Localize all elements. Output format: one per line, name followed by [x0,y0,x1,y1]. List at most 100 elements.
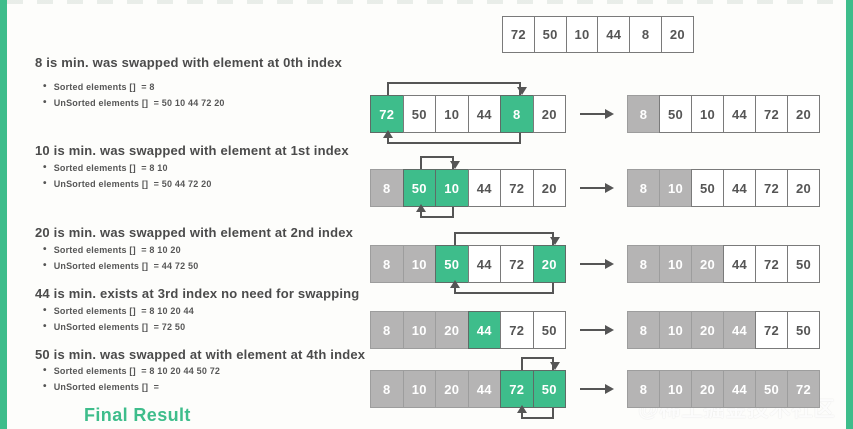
array-cell: 20 [691,245,724,283]
step-2-heading: 10 is min. was swapped with element at 1… [35,143,349,158]
array-cell: 44 [723,245,756,283]
bullet-text: UnSorted elements [] = [53,382,160,392]
array-cell: 10 [435,95,469,133]
step-5-unsorted-bullet: • UnSorted elements [] = [43,381,220,393]
array-cell: 8 [627,245,660,283]
swap-arrow-top [453,232,555,245]
step-3-bullets: • Sorted elements [] = 8 10 20 • UnSorted … [43,245,198,277]
right-accent-bar [846,0,853,429]
array-cell: 10 [659,169,692,207]
bullet-dot-icon: • [43,244,47,255]
top-dashed-strip [7,0,846,4]
array-cell: 10 [435,169,469,207]
array-cell: 50 [691,169,724,207]
bullet-text: UnSorted elements [] = 50 10 44 72 20 [53,98,225,108]
bullet-text: UnSorted elements [] = 72 50 [53,322,186,332]
arrowhead-down-icon [550,237,561,245]
arrowhead-down-icon [550,362,561,370]
step-1-bullets: •Sorted elements [] = 8 •UnSorted elemen… [43,82,225,114]
array-cell: 72 [370,95,404,133]
array-cell: 44 [467,95,501,133]
array-cell: 44 [723,95,756,133]
array-cell: 72 [500,370,534,408]
step-3-heading: 20 is min. was swapped with element at 2… [35,225,354,240]
array-cell: 72 [755,311,788,349]
array-cell: 10 [565,16,599,53]
array-cell: 8 [627,370,660,408]
array-cell: 20 [435,311,469,349]
final-result-label: Final Result [84,405,191,425]
arrowhead-up-icon [416,204,427,212]
array-cell: 44 [723,169,756,207]
bullet-dot-icon: • [43,321,47,332]
array-cell: 72 [755,95,788,133]
array-cell: 44 [467,311,501,349]
bullet-text: Sorted elements [] = 8 10 20 [53,245,181,255]
swap-arrow-bottom [420,207,454,218]
arrowhead-down-icon [516,87,527,95]
array-cell: 50 [533,16,567,53]
right-arrow-icon [580,384,614,394]
array-cell: 8 [627,169,660,207]
array-cell: 20 [435,370,469,408]
array-cell: 20 [660,16,694,53]
bullet-text: Sorted elements [] = 8 10 20 44 50 72 [53,366,221,376]
bullet-dot-icon: • [43,305,47,316]
step-5-sorted-bullet: •Sorted elements [] = 8 10 20 44 50 72 [43,366,221,377]
array-cell: 44 [467,245,501,283]
array-cell: 50 [532,370,566,408]
right-arrow-icon [580,183,614,193]
array-cell: 10 [659,370,692,408]
array-cell: 8 [370,311,404,349]
left-accent-bar [0,0,7,429]
array-cell: 72 [500,169,534,207]
swap-arrow-top [520,357,555,370]
step-4-unsorted-bullet: • UnSorted elements [] = 72 50 [43,321,194,333]
right-arrow-icon [580,109,614,119]
bullet-dot-icon: • [43,162,47,173]
array-cell: 72 [500,311,534,349]
swap-arrow-bottom [386,133,521,144]
array-cell: 20 [532,95,566,133]
bullet-dot-icon: • [43,381,47,392]
array-cell: 10 [402,311,436,349]
step-3-sorted-bullet: • Sorted elements [] = 8 10 20 [43,244,198,256]
array-cell: 72 [787,370,820,408]
array-cell: 50 [402,95,436,133]
step-5-bullets: •Sorted elements [] = 8 10 20 44 50 72 •… [43,366,220,398]
bullet-text: UnSorted elements [] = 50 44 72 20 [53,179,212,189]
array-cell: 44 [723,370,756,408]
swap-arrow-top [386,82,521,95]
array-cell: 20 [787,169,820,207]
array-cell: 8 [370,245,404,283]
array-cell: 50 [787,245,820,283]
array-cell: 44 [723,311,756,349]
bullet-dot-icon: • [43,178,47,189]
array-cell: 72 [755,245,788,283]
right-arrow-icon [580,325,614,335]
array-cell: 44 [467,169,501,207]
step-1-unsorted-bullet: •UnSorted elements [] = 50 10 44 72 20 [43,98,225,109]
arrowhead-up-icon [516,405,527,413]
step-5-heading: 50 is min. was swapped at with element a… [35,347,366,362]
array-cell: 10 [402,370,436,408]
array-cell: 10 [659,311,692,349]
array-cell: 20 [532,169,566,207]
step-4-bullets: •Sorted elements [] = 8 10 20 44 •UnSort… [43,306,194,338]
array-cell: 44 [467,370,501,408]
step-1-sorted-bullet: •Sorted elements [] = 8 [43,82,225,93]
step-2-sorted-bullet: •Sorted elements [] = 8 10 [43,162,212,174]
array-cell: 10 [691,95,724,133]
bullet-text: UnSorted elements [] = 44 72 50 [53,261,199,271]
step-4-heading: 44 is min. exists at 3rd index no need f… [35,286,360,301]
array-cell: 50 [755,370,788,408]
array-cell: 8 [627,311,660,349]
array-cell: 10 [402,245,436,283]
